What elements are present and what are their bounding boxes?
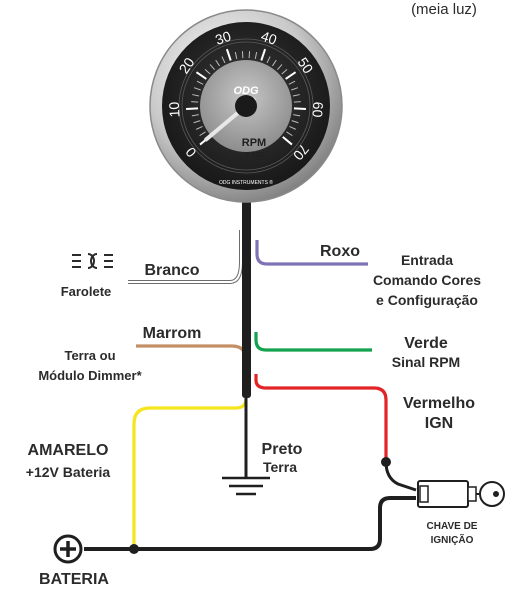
gauge-minor-tick <box>209 64 215 71</box>
wire-bateria <box>84 496 416 551</box>
label-preto: Preto <box>262 441 303 458</box>
label-terra: Terra <box>263 459 297 475</box>
gauge-minor-tick <box>215 59 220 67</box>
gauge-minor-tick <box>193 87 201 91</box>
label-marrom: Marrom <box>143 325 202 342</box>
gauge-major-tick <box>195 71 207 80</box>
gauge-minor-tick <box>289 125 297 130</box>
wire-marrom-bend <box>136 344 248 361</box>
gauge-unit: RPM <box>242 137 266 149</box>
wire-branco <box>128 230 242 283</box>
gauge-minor-tick <box>191 101 199 103</box>
parking-light-icon <box>72 253 113 269</box>
wire-roxo <box>255 240 368 266</box>
label-roxo: Roxo <box>320 243 360 260</box>
gauge-minor-tick <box>199 131 206 137</box>
label-chave-1: CHAVE DE <box>427 521 478 532</box>
label-entrada-1: Entrada <box>401 252 453 268</box>
junction-node <box>129 544 139 554</box>
label-verde: Verde <box>404 335 448 352</box>
gauge-minor-tick <box>193 120 201 124</box>
wire-ign-key <box>384 461 417 492</box>
ignition-key-icon <box>417 480 505 508</box>
label-bateria-12v: +12V Bateria <box>26 464 111 480</box>
gauge-minor-tick <box>266 56 271 64</box>
gauge-minor-tick <box>191 114 199 117</box>
gauge-tick-label: 40 <box>259 28 279 48</box>
corner-note: (meia luz) <box>411 1 477 18</box>
label-terra-dimmer-2: Módulo Dimmer* <box>38 368 142 383</box>
junction-node-ign <box>381 457 391 467</box>
gauge-minor-tick <box>192 94 200 97</box>
label-entrada-2: Comando Cores <box>373 272 481 288</box>
gauge-minor-tick <box>221 56 226 64</box>
battery-positive-icon <box>53 534 83 564</box>
gauge-minor-tick <box>288 80 296 85</box>
label-vermelho: Vermelho <box>403 395 475 412</box>
gauge-minor-tick <box>293 114 301 117</box>
gauge-major-tick <box>285 71 297 80</box>
gauge-major-tick <box>260 48 267 61</box>
label-entrada-3: e Configuração <box>376 292 478 308</box>
label-farolete: Farolete <box>61 284 112 299</box>
gauge-maker: ODG INSTRUMENTS ® <box>219 179 273 186</box>
gauge-major-tick <box>225 48 232 61</box>
gauge-minor-tick <box>291 87 299 91</box>
gauge-major-tick <box>293 107 306 110</box>
gauge-needle-hub <box>235 95 257 117</box>
gauge-minor-tick <box>196 80 204 85</box>
gauge-minor-tick <box>254 51 258 60</box>
gauge-major-tick <box>186 107 199 110</box>
gauge-minor-tick <box>281 69 288 75</box>
gauge-minor-tick <box>291 120 299 124</box>
wire-vermelho <box>254 374 388 458</box>
label-chave-2: IGNIÇÃO <box>431 533 474 546</box>
gauge-minor-tick <box>286 131 293 137</box>
label-sinal-rpm: Sinal RPM <box>392 354 460 370</box>
gauge-minor-tick <box>204 69 211 75</box>
label-branco: Branco <box>144 262 199 279</box>
label-bateria: BATERIA <box>39 571 109 588</box>
gauge-minor-tick <box>293 101 301 103</box>
gauge-brand: ODG <box>233 85 259 97</box>
label-amarelo: AMARELO <box>28 442 109 459</box>
label-ign: IGN <box>425 415 453 432</box>
gauge-minor-tick <box>272 59 277 67</box>
gauge-tick-label: 60 <box>310 101 327 118</box>
gauge-tick-label: 10 <box>166 101 183 118</box>
gauge-minor-tick <box>292 94 300 97</box>
gauge-major-tick <box>282 136 293 146</box>
gauge-minor-tick <box>234 51 238 60</box>
gauge-minor-tick <box>195 125 203 130</box>
main-cable <box>242 200 251 398</box>
ground-symbol-icon <box>222 476 270 496</box>
wire-verde <box>254 332 372 352</box>
gauge-multiplier: X 100 <box>245 152 263 159</box>
gauge-tick-label: 30 <box>213 28 233 48</box>
gauge-tick-label: 20 <box>176 54 198 76</box>
gauge-tick-label: 50 <box>294 54 316 76</box>
wire-amarelo <box>132 397 248 549</box>
label-terra-dimmer-1: Terra ou <box>64 348 115 363</box>
gauge-minor-tick <box>277 64 283 71</box>
